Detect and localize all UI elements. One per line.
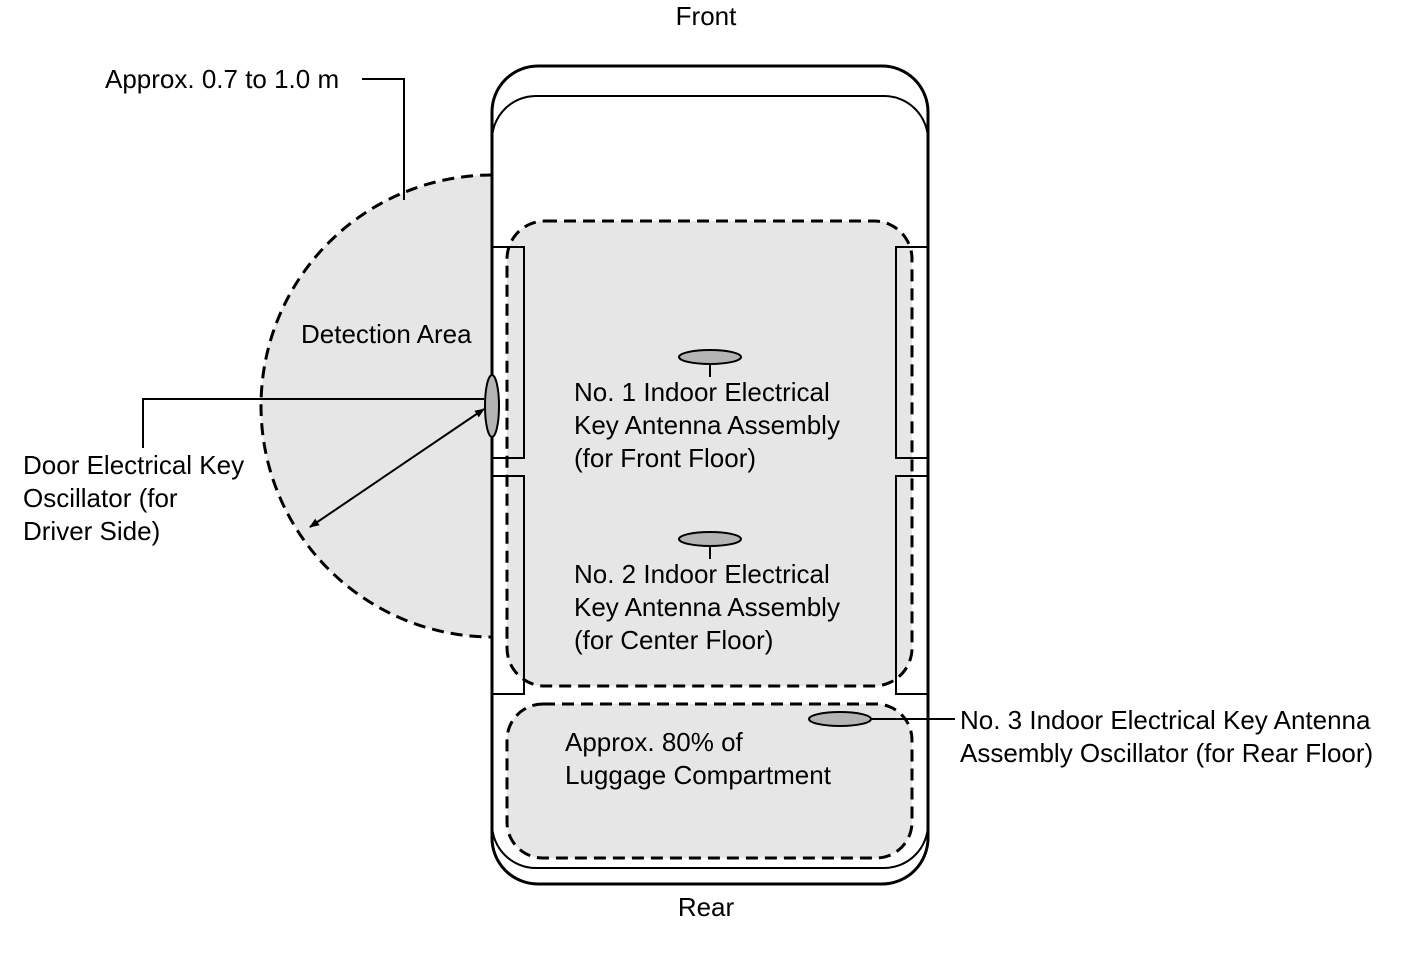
door-front-left: [491, 246, 525, 459]
label-front: Front: [676, 1, 737, 31]
label-range: Approx. 0.7 to 1.0 m: [105, 64, 339, 94]
range-arrow: [309, 408, 485, 528]
label-detection-area: Detection Area: [301, 319, 472, 349]
label-door-oscillator: Door Electrical Key Oscillator (for Driv…: [23, 450, 251, 546]
antenna-2-component: [678, 531, 742, 547]
label-antenna-3: No. 3 Indoor Electrical Key Antenna Asse…: [960, 705, 1378, 768]
label-luggage: Approx. 80% of Luggage Compartment: [565, 727, 832, 790]
door-oscillator-leader: [142, 398, 484, 448]
door-front-right: [895, 246, 929, 459]
range-leader: [362, 78, 405, 200]
antenna-3-component: [808, 711, 872, 727]
door-rear-left: [491, 475, 525, 695]
luggage-detection-area: [505, 702, 914, 860]
cabin-detection-area: [505, 219, 914, 688]
detection-area-boundary: [259, 173, 493, 639]
label-rear: Rear: [678, 892, 735, 922]
label-antenna-2: No. 2 Indoor Electrical Key Antenna Asse…: [574, 559, 847, 655]
detection-area: [261, 175, 492, 637]
door-oscillator-component: [484, 374, 500, 438]
antenna-1-component: [678, 349, 742, 365]
door-rear-right: [895, 475, 929, 695]
label-antenna-1: No. 1 Indoor Electrical Key Antenna Asse…: [574, 377, 847, 473]
